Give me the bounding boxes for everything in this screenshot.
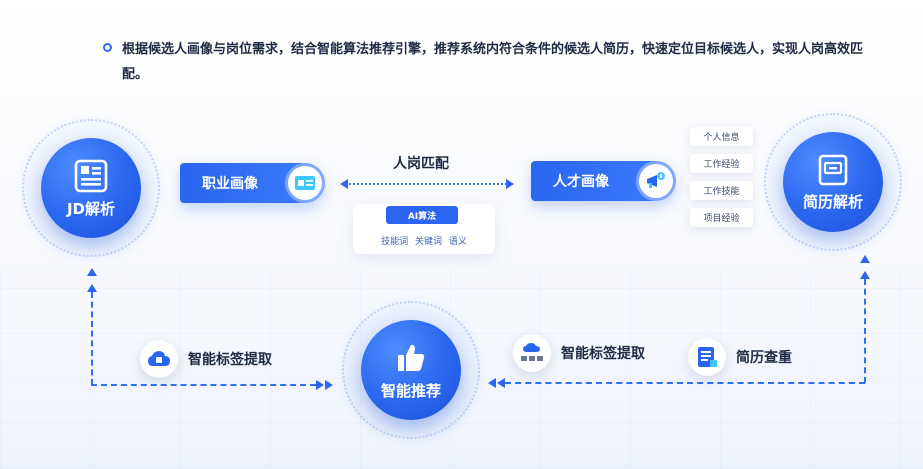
right-connector-vertical (864, 279, 866, 383)
left-connector-horizontal (91, 384, 316, 386)
connector-arrow-up-icon (860, 271, 870, 279)
left-tag-extract-label: 智能标签提取 (188, 352, 272, 368)
match-title: 人岗匹配 (393, 156, 449, 172)
connector-arrow-up-icon (860, 255, 870, 263)
smart-recommend-circle[interactable]: 智能推荐 (361, 320, 461, 420)
resume-dedup-label: 简历查重 (736, 350, 792, 366)
connector-arrow-up-icon (87, 284, 97, 292)
connector-arrow-left-icon (488, 378, 496, 388)
intro-text: 根据候选人画像与岗位需求，结合智能算法推荐引擎，推荐系统内符合条件的候选人简历，… (122, 42, 864, 82)
resume-parse-circle[interactable]: 简历解析 (783, 132, 883, 232)
right-tag-extract-feature: 智能标签提取 (513, 334, 645, 372)
resume-parse-node: 简历解析 (758, 107, 908, 257)
career-profile-pill[interactable]: 职业画像 (180, 163, 325, 203)
intro-bullet: 根据候选人画像与岗位需求，结合智能算法推荐引擎，推荐系统内符合条件的候选人简历，… (103, 37, 863, 87)
connector-arrow-left-icon (497, 378, 505, 388)
resume-dedup-feature: 简历查重 (688, 338, 792, 376)
resume-tag-work-skills: 工作技能 (690, 181, 753, 200)
document-grid-icon (74, 159, 108, 192)
resume-tag-project-experience: 项目经验 (690, 208, 753, 227)
resume-parse-label: 简历解析 (802, 192, 863, 211)
document-check-icon (688, 338, 726, 376)
right-connector-horizontal (505, 382, 865, 384)
jd-parse-circle[interactable]: JD解析 (41, 138, 141, 238)
ai-keywords: 技能词 关键词 语义 (381, 237, 467, 247)
ai-algorithm-tag: AI算法 (386, 206, 458, 224)
right-tag-extract-label: 智能标签提取 (561, 346, 645, 362)
ai-algorithm-box: AI算法 技能词 关键词 语义 (353, 204, 495, 254)
megaphone-icon (639, 164, 673, 198)
cloud-servers-icon (513, 334, 551, 372)
connector-arrow-right-icon (316, 380, 324, 390)
talent-profile-pill[interactable]: 人才画像 (531, 161, 676, 201)
left-tag-extract-feature: 智能标签提取 (140, 340, 272, 378)
smart-recommend-label: 智能推荐 (380, 381, 441, 400)
match-arrow-line (345, 183, 507, 185)
id-card-icon (288, 166, 322, 200)
connector-arrow-right-icon (325, 380, 333, 390)
talent-profile-label: 人才画像 (553, 174, 609, 190)
jd-parse-label: JD解析 (66, 199, 116, 218)
resume-frame-icon (818, 154, 848, 185)
resume-tag-personal-info: 个人信息 (690, 127, 753, 146)
left-connector-vertical (91, 292, 93, 385)
smart-recommend-node: 智能推荐 (336, 295, 486, 445)
jd-parse-node: JD解析 (16, 113, 166, 263)
resume-tag-work-experience: 工作经验 (690, 154, 753, 173)
thumbs-up-icon (398, 344, 425, 371)
cloud-chip-icon (140, 340, 178, 378)
arrow-right-icon (506, 179, 514, 189)
connector-arrow-up-icon (87, 268, 97, 276)
arrow-left-icon (340, 179, 348, 189)
career-profile-label: 职业画像 (202, 176, 258, 192)
bullet-circle-icon (103, 43, 112, 52)
